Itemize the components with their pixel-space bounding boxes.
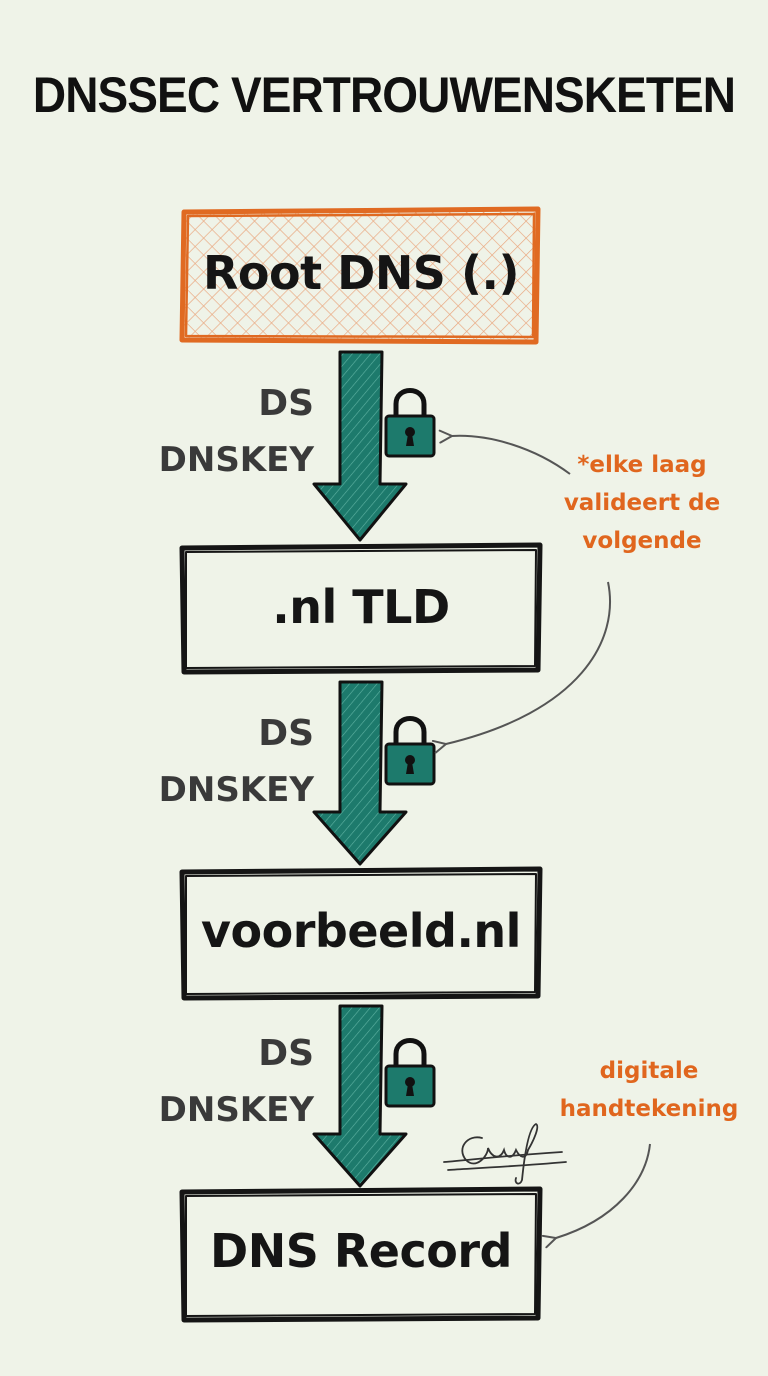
padlock-icon [384, 1038, 436, 1108]
chain-arrow [312, 350, 408, 542]
padlock-icon [384, 716, 436, 786]
validation-note: *elke laag valideert de volgende [548, 446, 736, 560]
annotation-pointer [452, 436, 571, 475]
edge-label: DS DNSKEY [154, 376, 314, 488]
edge-label-ds: DS [258, 713, 314, 754]
node-tld-label: .nl TLD [272, 580, 450, 634]
edge-label-dnskey: DNSKEY [158, 770, 314, 810]
annotation-pointer [556, 1143, 651, 1238]
edge-label-dnskey: DNSKEY [158, 1090, 314, 1130]
node-domain-label: voorbeeld.nl [201, 904, 521, 958]
signature-note-line: handtekening [559, 1096, 739, 1122]
signature-scribble [443, 1122, 567, 1185]
validation-note-line: volgende [582, 528, 702, 554]
annotation-pointer [446, 581, 612, 744]
chain-arrow [312, 680, 408, 866]
edge-label-dnskey: DNSKEY [158, 440, 314, 480]
node-record-box [179, 1186, 543, 1323]
signature-note: digitale handtekening [554, 1052, 744, 1128]
validation-note-line: valideert de [563, 490, 721, 516]
padlock-icon [384, 388, 436, 458]
node-record-label: DNS Record [210, 1224, 512, 1278]
node-root-box [179, 206, 541, 345]
edge-label-ds: DS [258, 383, 314, 424]
signature-note-line: digitale [599, 1058, 699, 1084]
node-root-label: Root DNS (.) [203, 246, 519, 300]
node-domain-box [179, 866, 543, 1001]
edge-label-ds: DS [258, 1033, 314, 1074]
node-tld-box [179, 542, 543, 675]
validation-note-line: *elke laag [577, 452, 707, 478]
edge-label: DS DNSKEY [154, 706, 314, 818]
edge-label: DS DNSKEY [154, 1026, 314, 1138]
diagram-title: DNSSEC VERTROUWENSKETEN [32, 67, 736, 123]
chain-arrow [312, 1004, 408, 1188]
